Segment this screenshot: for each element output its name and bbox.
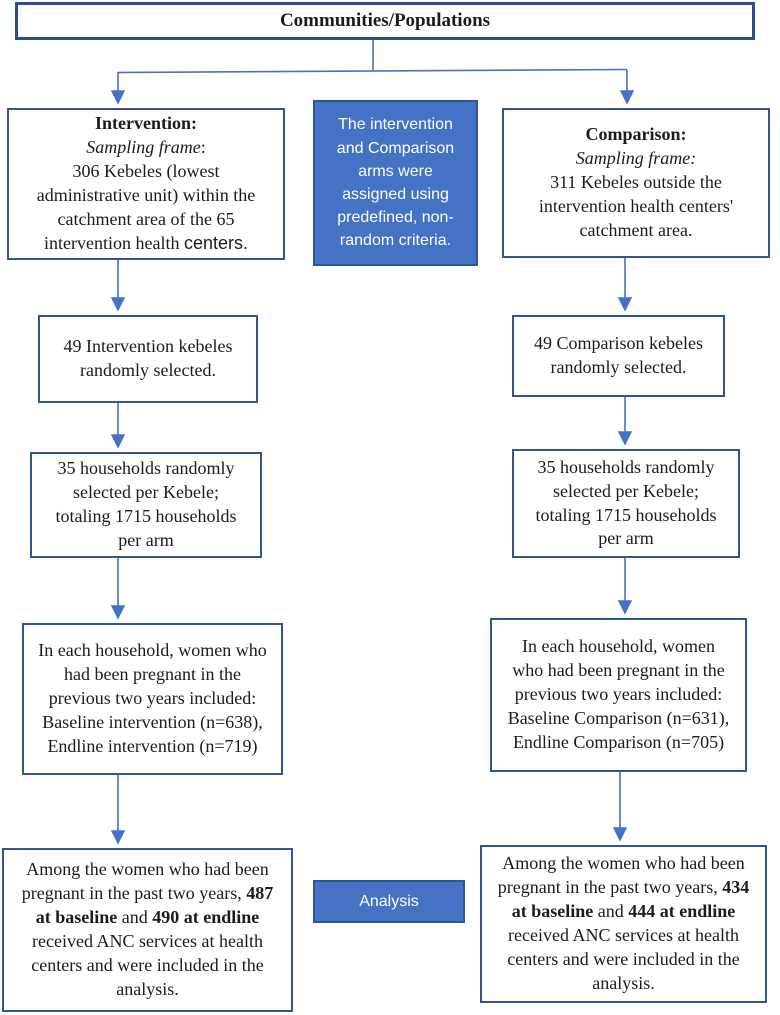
intervention-pregnant-women-text: In each household, women who had been pr…: [38, 640, 267, 756]
assignment-note-text: The intervention and Comparison arms wer…: [336, 116, 455, 250]
intervention-kebeles-selected-text: 49 Intervention kebeles randomly selecte…: [63, 336, 233, 380]
assignment-note-box: The intervention and Comparison arms wer…: [313, 100, 478, 266]
communities-populations-box: Communities/Populations: [15, 2, 755, 40]
intervention-analysis-inclusion-text: Among the women who had been pregnant in…: [21, 859, 274, 999]
intervention-households-box: 35 households randomly selected per Kebe…: [30, 452, 262, 558]
intervention-sampling-frame-box: Intervention:Sampling frame:306 Kebeles …: [7, 108, 285, 260]
comparison-analysis-inclusion-box: Among the women who had been pregnant in…: [480, 845, 767, 1003]
comparison-pregnant-women-box: In each household, women who had been pr…: [490, 618, 747, 772]
intervention-sampling-frame-text: Intervention:Sampling frame:306 Kebeles …: [36, 113, 256, 253]
analysis-label: Analysis: [359, 892, 419, 910]
comparison-pregnant-women-text: In each household, women who had been pr…: [507, 636, 730, 752]
intervention-kebeles-selected-box: 49 Intervention kebeles randomly selecte…: [38, 315, 258, 403]
comparison-kebeles-selected-text: 49 Comparison kebeles randomly selected.: [534, 333, 703, 377]
comparison-households-text: 35 households randomly selected per Kebe…: [535, 456, 717, 549]
intervention-households-text: 35 households randomly selected per Kebe…: [55, 458, 237, 550]
intervention-analysis-inclusion-box: Among the women who had been pregnant in…: [2, 848, 293, 1012]
connector-branch: [117, 68, 628, 74]
comparison-sampling-frame-box: Comparison:Sampling frame:311 Kebeles ou…: [502, 108, 770, 258]
communities-populations-label: Communities/Populations: [279, 10, 491, 32]
comparison-analysis-inclusion-text: Among the women who had been pregnant in…: [497, 853, 750, 993]
comparison-sampling-frame-text: Comparison:Sampling frame:311 Kebeles ou…: [538, 124, 734, 240]
comparison-kebeles-selected-box: 49 Comparison kebeles randomly selected.: [512, 315, 725, 397]
intervention-pregnant-women-box: In each household, women who had been pr…: [22, 623, 283, 775]
comparison-households-box: 35 households randomly selected per Kebe…: [512, 449, 740, 558]
analysis-label-box: Analysis: [313, 880, 465, 923]
